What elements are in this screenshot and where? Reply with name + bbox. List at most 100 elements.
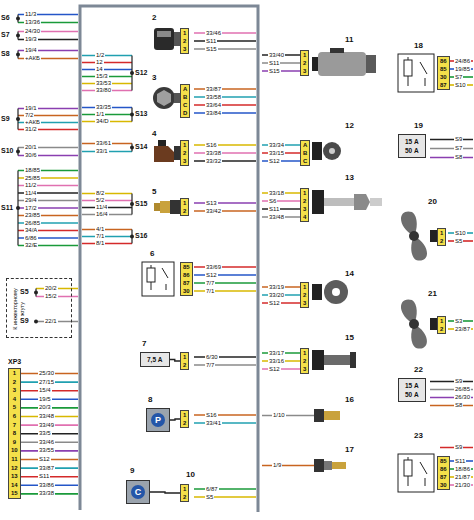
pin-number: 2 bbox=[303, 357, 306, 365]
wire bbox=[430, 405, 473, 407]
connector-pins: 86853087 bbox=[437, 56, 450, 90]
wire-label: 6/87 bbox=[205, 486, 219, 493]
connector-pins: 12 bbox=[437, 228, 446, 246]
splice-dot bbox=[130, 71, 134, 75]
wire-label: S11 bbox=[38, 473, 50, 480]
callout-number: 23 bbox=[414, 432, 423, 440]
splice-name: S10 bbox=[1, 147, 13, 155]
wire-label: S7 bbox=[454, 145, 463, 152]
callout-number: 4 bbox=[152, 130, 156, 138]
wire-label: 18/85 bbox=[24, 167, 41, 174]
wire bbox=[194, 274, 256, 276]
wire bbox=[194, 88, 256, 90]
wire-label: +АКБ bbox=[24, 55, 41, 62]
wire-label: 33/20 bbox=[268, 292, 285, 299]
pin-number: 2 bbox=[183, 419, 186, 427]
wire-label: 7/1 bbox=[205, 288, 215, 295]
wire-label: 33/5 bbox=[38, 430, 52, 437]
wire bbox=[430, 157, 473, 159]
pin-number: 11 bbox=[11, 455, 18, 464]
wire-label: 33/38 bbox=[38, 490, 55, 497]
oxygen-sensor bbox=[324, 198, 354, 206]
wire-label: 11/2 bbox=[24, 182, 37, 189]
wire-label: 13/36 bbox=[24, 19, 41, 26]
connector-pins: 123 bbox=[180, 140, 189, 166]
pin-number: 10 bbox=[11, 446, 18, 455]
pin-number: 2 bbox=[183, 493, 186, 501]
pin-number: 30 bbox=[183, 287, 190, 295]
wire bbox=[194, 112, 256, 114]
pin-number: 6 bbox=[11, 412, 18, 421]
wire-label: 33/41 bbox=[205, 420, 222, 427]
wire bbox=[82, 55, 132, 57]
wire-label: S11 bbox=[205, 38, 217, 45]
pin-number: 1 bbox=[183, 29, 186, 37]
wire-connector bbox=[170, 419, 180, 420]
sensor-drawing bbox=[158, 140, 166, 146]
wire bbox=[194, 364, 256, 366]
splice-dot bbox=[130, 146, 134, 150]
wire-label: 19/4 bbox=[24, 47, 38, 54]
wire-label: S8 bbox=[454, 154, 463, 161]
pin-number: A bbox=[303, 141, 307, 149]
relay-symbol bbox=[142, 262, 174, 296]
pin-number: 1 bbox=[440, 229, 443, 237]
wire-label: 24/86 bbox=[454, 58, 471, 65]
sensor-drawing bbox=[314, 459, 346, 472]
wire-label: S13 bbox=[205, 200, 218, 207]
sensor-drawing bbox=[312, 142, 341, 160]
wire bbox=[194, 202, 256, 204]
relay-symbol bbox=[398, 54, 434, 92]
pin-number: 86 bbox=[440, 57, 447, 65]
wire-label: 20/3 bbox=[38, 404, 52, 411]
sensor-drawing bbox=[324, 411, 340, 420]
fuse-block: 7,5 А bbox=[140, 352, 170, 367]
wire-label: 34/A bbox=[24, 227, 38, 234]
pin-number: 1 bbox=[303, 189, 306, 197]
wire-label: 4/1 bbox=[95, 226, 105, 233]
oxygen-sensor bbox=[370, 198, 382, 206]
relay-symbol bbox=[151, 265, 168, 290]
temperature-sensor bbox=[154, 203, 160, 211]
wire-label: 33/49 bbox=[38, 422, 55, 429]
pin-number: 1 bbox=[183, 353, 186, 361]
wire-label: 11/3 bbox=[24, 11, 37, 18]
wire-label: 18/86 bbox=[454, 466, 471, 473]
splice-name: S11 bbox=[1, 204, 13, 212]
callout-number: 14 bbox=[345, 270, 354, 278]
wire-label: 1/10 bbox=[272, 412, 286, 419]
wire-label: 33/19 bbox=[268, 284, 285, 291]
wire-label: S3 bbox=[454, 318, 463, 325]
splice-name: S7 bbox=[1, 31, 10, 39]
callout-number: 20 bbox=[428, 198, 437, 206]
knock-sensor bbox=[332, 288, 340, 296]
wire-label: 33/18 bbox=[268, 190, 285, 197]
relay-symbol bbox=[398, 54, 434, 92]
sensor-drawing bbox=[314, 459, 324, 472]
wire-connector bbox=[150, 492, 180, 493]
pin-number: 4 bbox=[11, 395, 18, 404]
splice-dot bbox=[130, 202, 134, 206]
pin-number: 2 bbox=[183, 37, 186, 45]
node-text: 50 А bbox=[405, 146, 419, 155]
wire bbox=[194, 144, 256, 146]
wire-label: 23/85 bbox=[24, 212, 41, 219]
component-box: C bbox=[126, 480, 150, 504]
connector-pins: 12 bbox=[180, 352, 189, 370]
wire-label: 33/55 bbox=[38, 447, 55, 454]
relay-symbol bbox=[408, 57, 427, 86]
wire-label: 7/7 bbox=[205, 280, 215, 287]
wire-label: 30/6 bbox=[24, 152, 38, 159]
wire bbox=[194, 422, 256, 424]
oxygen-sensor bbox=[312, 190, 382, 214]
wire bbox=[194, 96, 256, 98]
wire-label: 1/2 bbox=[95, 52, 105, 59]
fan-motor bbox=[430, 230, 437, 242]
wire-label: 5/2 bbox=[95, 197, 105, 204]
wire-label: 23/87 bbox=[454, 326, 471, 333]
callout-number: 13 bbox=[345, 174, 354, 182]
pin-number: 30 bbox=[440, 73, 447, 81]
wire-label: S9 bbox=[454, 444, 463, 451]
sensor-drawing bbox=[153, 87, 175, 109]
